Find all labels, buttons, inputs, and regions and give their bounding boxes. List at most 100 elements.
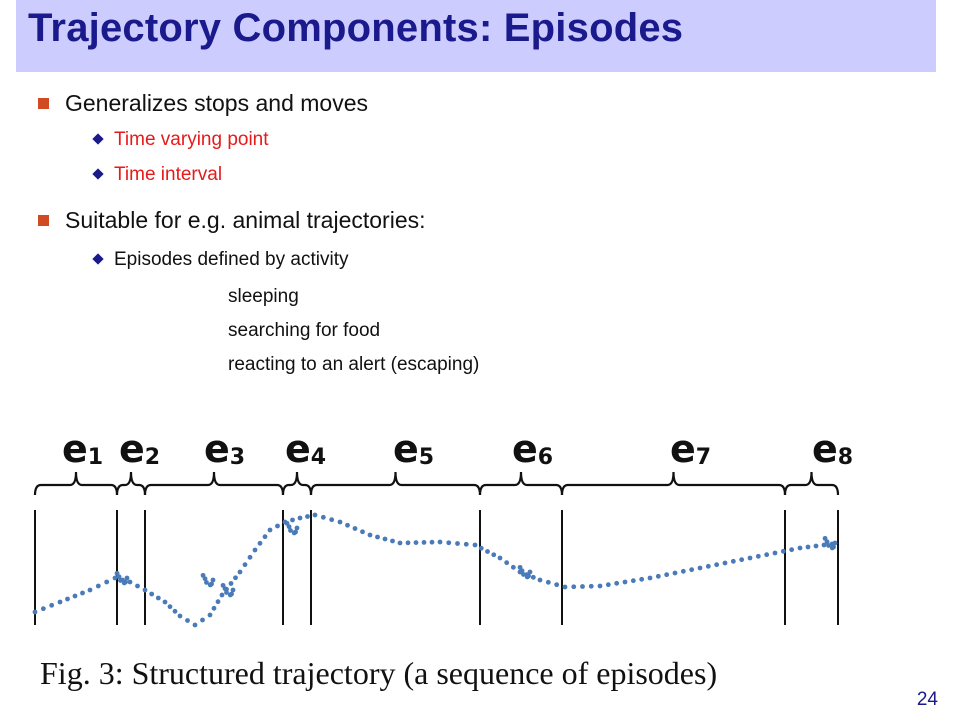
trajectory-dot: [207, 612, 213, 618]
trajectory-dot: [237, 569, 243, 575]
trajectory-dot: [429, 539, 435, 545]
trajectory-dot: [545, 579, 551, 585]
trajectory-dot: [229, 591, 234, 597]
trajectory-dot: [747, 555, 753, 561]
trajectory-dot: [530, 574, 536, 580]
trajectory-dot: [672, 570, 678, 576]
square-bullet-icon: [38, 98, 49, 109]
trajectory-dot: [284, 520, 290, 526]
trajectory-dot: [230, 587, 236, 593]
trajectory-dot: [123, 579, 128, 585]
trajectory-dot: [537, 577, 543, 583]
trajectory-dot: [293, 529, 298, 535]
trajectory-dot: [210, 577, 216, 583]
trajectory-dot: [360, 529, 365, 535]
episode-brace: [115, 471, 147, 496]
title-bar: Trajectory Components: Episodes: [16, 0, 936, 72]
trajectory-dot: [805, 544, 811, 550]
trajectory-dot: [275, 523, 280, 529]
episode-label-e3: e3: [204, 427, 245, 471]
trajectory-dot: [233, 575, 238, 581]
trajectory-dot: [185, 618, 190, 623]
trajectory-dot: [312, 512, 318, 518]
trajectory-dot: [562, 584, 568, 590]
trajectory-dot: [215, 599, 221, 605]
diamond-bullet-icon: [92, 133, 104, 145]
trajectory-dot: [72, 593, 78, 599]
trajectory-dot: [405, 540, 411, 546]
trajectory-dot: [826, 543, 831, 548]
trajectory-dot: [504, 560, 510, 566]
episode-brace: [309, 471, 482, 496]
activity-sleeping: sleeping: [228, 286, 299, 307]
sub-bullet-text: Time interval: [114, 164, 223, 185]
trajectory-dot: [209, 581, 214, 587]
trajectory-dot: [49, 602, 55, 608]
trajectory-dot: [262, 534, 268, 540]
trajectory-dot: [722, 560, 728, 566]
trajectory-dot: [446, 540, 452, 546]
activity-reacting-to-alert: reacting to an alert (escaping): [228, 354, 480, 375]
episode-label-e6: e6: [512, 427, 553, 471]
episode-label-e2: e2: [119, 427, 160, 471]
trajectory-dot: [397, 540, 403, 546]
trajectory-dot: [149, 591, 155, 597]
trajectory-dot: [413, 540, 419, 545]
trajectory-dot: [95, 583, 101, 589]
trajectory-dot: [211, 605, 217, 611]
trajectory-dot: [252, 547, 258, 553]
trajectory-dot: [390, 538, 395, 544]
trajectory-dot: [755, 553, 761, 559]
trajectory-dot: [352, 526, 358, 531]
trajectory-dot: [689, 567, 695, 573]
trajectory-dot: [764, 552, 770, 558]
trajectory-dot: [472, 542, 478, 548]
trajectory-dot: [697, 565, 703, 571]
trajectory-dot: [655, 573, 661, 579]
trajectory-dot: [527, 569, 533, 575]
trajectory-dot: [421, 540, 427, 545]
trajectory-dot: [228, 581, 234, 586]
trajectory-dot: [780, 548, 786, 554]
bullet-text: Generalizes stops and moves: [65, 90, 368, 116]
episode-brace: [560, 471, 787, 496]
trajectory-dot: [821, 542, 827, 548]
trajectory-dot: [142, 587, 148, 593]
sub-bullet-text: Episodes defined by activity: [114, 249, 349, 270]
trajectory-dot: [219, 592, 225, 598]
trajectory-dot: [345, 522, 350, 528]
trajectory-dot: [497, 555, 503, 561]
trajectory-dot: [337, 519, 343, 525]
trajectory-dot: [630, 578, 636, 584]
trajectory-dot: [192, 622, 198, 628]
trajectory-dot: [813, 543, 819, 549]
trajectory-dot: [639, 576, 645, 582]
trajectory-dot: [580, 584, 585, 589]
trajectory-dot: [267, 527, 273, 533]
trajectory-dot: [297, 515, 303, 521]
trajectory-dot: [177, 613, 183, 619]
trajectory-dot: [204, 580, 209, 585]
slide-number: 24: [916, 689, 938, 710]
trajectory-dots: [32, 512, 838, 628]
trajectory-dot: [571, 584, 577, 590]
trajectory-dot: [730, 558, 736, 564]
trajectory-dot: [329, 517, 335, 523]
trajectory-dot: [104, 579, 110, 585]
trajectory-dot: [224, 590, 229, 595]
trajectory-dot: [797, 545, 803, 551]
trajectory-dot: [485, 549, 490, 554]
trajectory-dot: [831, 544, 836, 550]
trajectory-dot: [65, 596, 70, 602]
trajectory-dot: [455, 541, 460, 546]
trajectory-dot: [822, 535, 828, 541]
bullet-text: Suitable for e.g. animal trajectories:: [65, 207, 426, 233]
trajectory-dot: [167, 604, 173, 610]
trajectory-dot: [510, 564, 516, 570]
trajectory-dot: [32, 609, 38, 615]
episode-label-e7: e7: [670, 427, 711, 471]
trajectory-dot: [680, 568, 686, 574]
trajectory-dot: [40, 606, 46, 612]
